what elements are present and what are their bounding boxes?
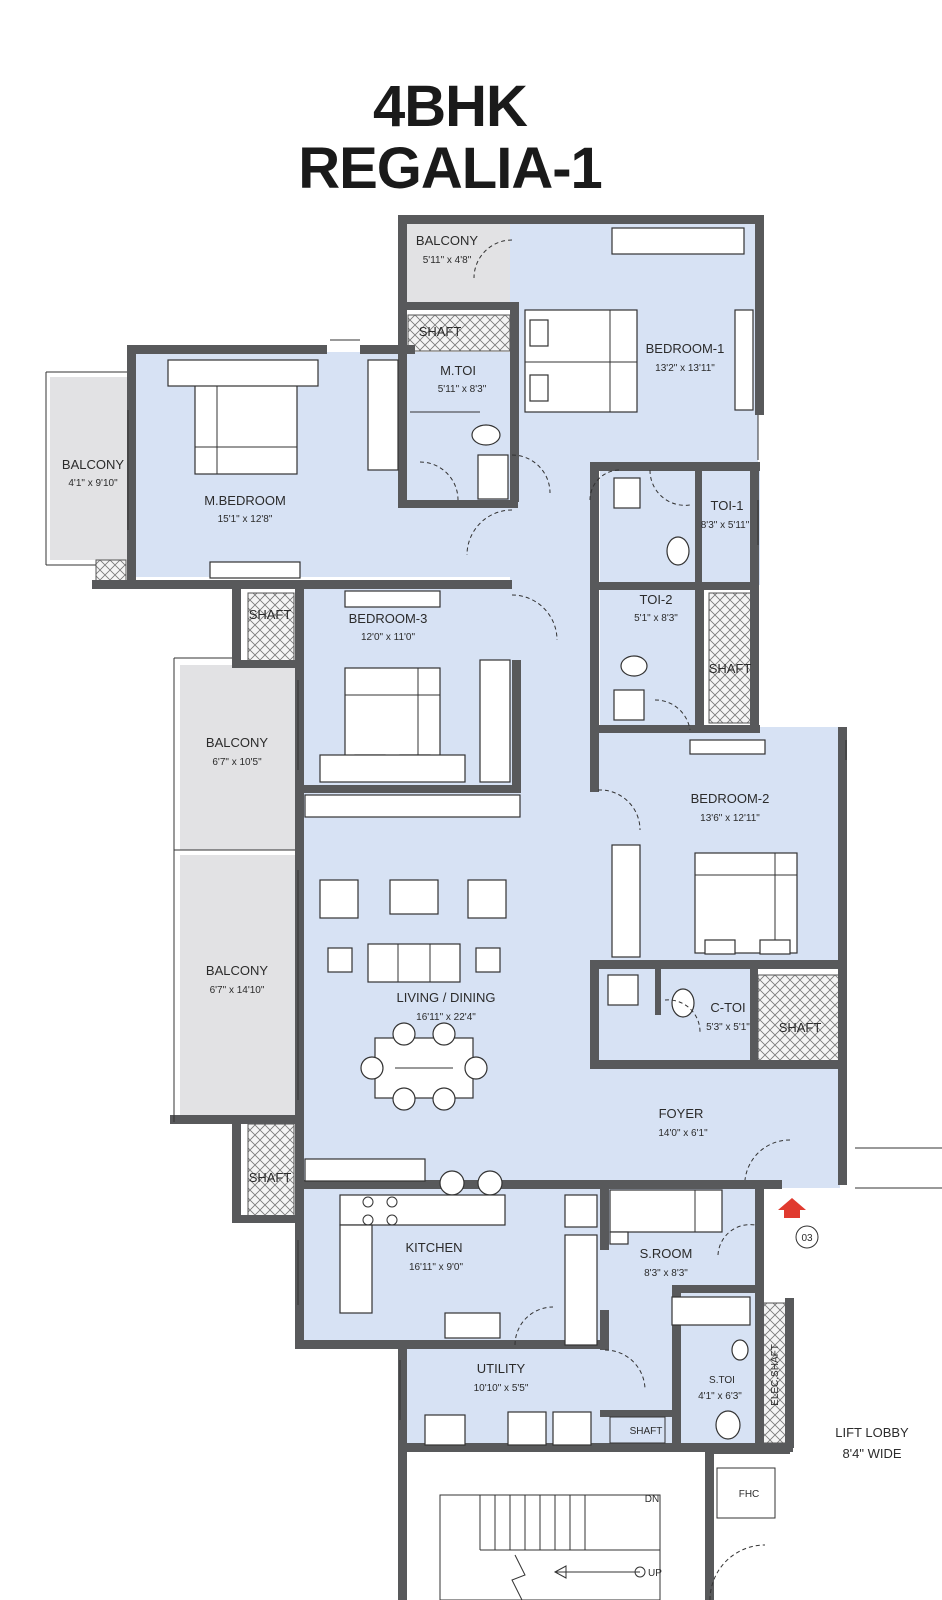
bedroom3-dim: 12'0" x 11'0" [361,632,416,643]
balcony-top-name: BALCONY [416,233,478,248]
foyer-name: FOYER [659,1106,704,1121]
living-name: LIVING / DINING [397,990,496,1005]
shaft-top-label: SHAFT [419,324,462,339]
shaft-toi2-label: SHAFT [709,661,752,676]
stairs [439,1494,661,1600]
doors [419,239,791,1600]
entrance-marker: 03 [778,1198,819,1249]
c-toi-dim: 5'3" x 5'1" [706,1022,750,1033]
balcony-top-dim: 5'11" x 4'8" [423,255,472,266]
s-room-dim: 8'3" x 8'3" [644,1268,688,1279]
toi1-dim: 8'3" x 5'11" [701,520,750,531]
windows [45,339,942,1420]
living-dim: 16'11" x 22'4" [416,1012,476,1023]
s-toi-name: S.TOI [709,1375,735,1386]
s-room-name: S.ROOM [640,1246,693,1261]
bedroom1-dim: 13'2" x 13'11" [655,363,715,374]
shaft-ctoi-label: SHAFT [779,1020,822,1035]
lift-lobby-name: LIFT LOBBY [835,1425,909,1440]
bedroom1-name: BEDROOM-1 [646,341,725,356]
fhc-label: FHC [739,1489,760,1500]
elec-shaft-label: ELEC.SHAFT [770,1344,781,1406]
shaft-util-label: SHAFT [630,1426,663,1437]
balcony-mid-dim: 6'7" x 10'5" [212,757,262,768]
shaft-b3-label: SHAFT [249,607,292,622]
room-labels: BALCONY 5'11" x 4'8" SHAFT M.TOI 5'11" x… [62,233,909,1579]
plan-title-line1: 4BHK [373,74,528,139]
entrance-number: 03 [801,1233,813,1244]
shafts [95,314,844,1444]
m-bedroom-name: M.BEDROOM [204,493,286,508]
balcony-left-name: BALCONY [62,457,124,472]
m-toi-name: M.TOI [440,363,476,378]
stairs-up-label: UP [648,1568,662,1579]
plan-title-line2: REGALIA-1 [298,136,603,201]
stairs-down-label: DN [645,1494,659,1505]
toi2-dim: 5'1" x 8'3" [634,613,678,624]
foyer-dim: 14'0" x 6'1" [658,1128,708,1139]
shaft-kitchen-label: SHAFT [249,1170,292,1185]
kitchen-name: KITCHEN [405,1240,462,1255]
m-toi-dim: 5'11" x 8'3" [438,384,487,395]
c-toi-name: C-TOI [710,1000,745,1015]
bedroom2-dim: 13'6" x 12'11" [700,813,760,824]
entrance-number-circle [795,1225,819,1249]
balcony-low-dim: 6'7" x 14'10" [210,985,265,996]
bedroom2-name: BEDROOM-2 [691,791,770,806]
balcony-left-dim: 4'1" x 9'10" [68,478,118,489]
s-toi-dim: 4'1" x 6'3" [698,1391,742,1402]
utility-name: UTILITY [477,1361,526,1376]
lift-lobby-dim: 8'4" WIDE [842,1446,901,1461]
toi1-name: TOI-1 [711,498,744,513]
balcony-mid-name: BALCONY [206,735,268,750]
furniture [167,227,798,1446]
m-bedroom-dim: 15'1" x 12'8" [218,514,273,525]
entrance-arrow-icon [778,1198,806,1218]
walls [92,215,847,1600]
balcony-low-name: BALCONY [206,963,268,978]
utility-dim: 10'10" x 5'5" [474,1383,529,1394]
kitchen-dim: 16'11" x 9'0" [409,1262,464,1273]
toi2-name: TOI-2 [640,592,673,607]
bedroom3-name: BEDROOM-3 [349,611,428,626]
